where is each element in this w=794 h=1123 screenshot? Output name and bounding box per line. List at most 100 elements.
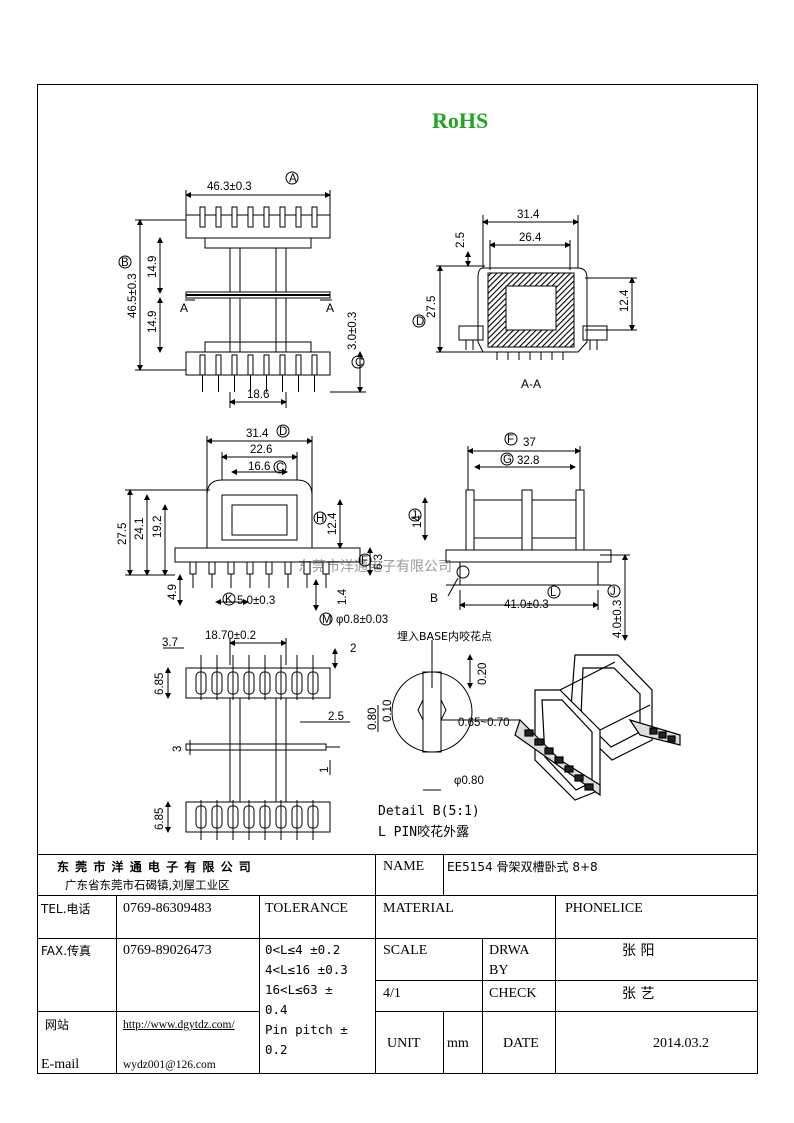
pin-top xyxy=(295,206,302,228)
date-label: DATE xyxy=(503,1036,539,1051)
front-w3-dim: 16.6 xyxy=(248,461,270,473)
section-height-dim: 27.5 xyxy=(426,296,438,318)
detail-d5: φ0.80 xyxy=(454,775,484,787)
front-h5-dim: 6.3 xyxy=(373,554,385,570)
pin-length-dim: 3.0±0.3 xyxy=(347,312,359,350)
bottom-h3-dim: 2.5 xyxy=(328,711,344,723)
tolerance-line: 16<L≤63 ± xyxy=(265,982,333,997)
front-pin xyxy=(227,561,235,575)
tag-m: M xyxy=(322,614,332,626)
pin-top xyxy=(263,206,270,228)
front-pin xyxy=(246,561,254,575)
front-base-dim: 4.9 xyxy=(167,584,179,600)
pin-bottom xyxy=(311,354,318,376)
section-view xyxy=(412,215,637,360)
scale-label: SCALE xyxy=(383,943,428,958)
section-window-dim: 12.4 xyxy=(619,289,631,312)
email-label: E-mail xyxy=(41,1057,80,1072)
front-h2-dim: 24.1 xyxy=(134,518,146,540)
front-pin xyxy=(303,561,311,575)
side-len2-dim: 32.8 xyxy=(517,455,539,467)
tag-f: F xyxy=(361,555,368,567)
tolerance-list: 0<L≤4 ±0.2 4<L≤16 ±0.3 16<L≤63 ± 0.4 Pin… xyxy=(265,940,375,1060)
check-label: CHECK xyxy=(489,986,537,1001)
tag-c2: C xyxy=(276,462,284,474)
section-inner-dim: 26.4 xyxy=(519,232,542,244)
front-width-dim: 31.4 xyxy=(246,428,269,440)
tag-l: L xyxy=(550,587,557,599)
email-value: wydz001@126.com xyxy=(123,1059,216,1071)
fax-value: 0769-89026473 xyxy=(123,943,212,958)
rohs-mark: RoHS xyxy=(432,108,489,133)
bottom-h2-dim: 2 xyxy=(350,643,356,655)
detail-b-view xyxy=(377,640,520,791)
front-w2-dim: 22.6 xyxy=(250,444,272,456)
tag-k: K xyxy=(225,594,233,606)
lower-half-dim: 14.9 xyxy=(147,311,159,333)
front-pin xyxy=(208,561,216,575)
tolerance-line: Pin pitch ± xyxy=(265,1022,348,1037)
fax-label: FAX.传真 xyxy=(41,944,92,958)
side-tail-dim: 4.0±0.3 xyxy=(612,600,624,638)
drawn-label-2: BY xyxy=(489,963,509,978)
drawn-label-1: DRWA xyxy=(489,943,530,958)
detail-caption-2: L PIN咬花外露 xyxy=(378,824,469,840)
front-pinh-dim: 1.4 xyxy=(337,588,349,605)
date-value: 2014.03.2 xyxy=(653,1036,709,1051)
detail-d4: 0.65~0.70 xyxy=(458,717,509,729)
tolerance-label: TOLERANCE xyxy=(265,901,348,916)
detail-b-marker: B xyxy=(430,591,438,605)
bottom-view xyxy=(163,638,350,840)
isometric-view xyxy=(514,654,681,801)
bottom-h6-dim: 6.85 xyxy=(154,808,166,830)
iso-pin xyxy=(584,783,594,791)
tag-d: D xyxy=(416,316,424,328)
side-len-dim: 37 xyxy=(523,437,536,449)
detail-d3: 0.10 xyxy=(382,700,394,722)
pin-bottom xyxy=(295,354,302,376)
scale-value: 4/1 xyxy=(383,986,401,1001)
front-pin xyxy=(322,561,330,575)
front-pitch-dim: 5.0±0.3 xyxy=(237,595,275,607)
front-view xyxy=(125,424,373,626)
bottom-h4-dim: 3 xyxy=(172,746,184,752)
detail-caption-1: Detail B(5:1) xyxy=(378,804,480,819)
front-pind-dim: φ0.8±0.03 xyxy=(336,614,388,626)
iso-pin xyxy=(667,735,676,743)
front-pin xyxy=(284,561,292,575)
detail-d1: 0.20 xyxy=(477,663,489,685)
unit-label: UNIT xyxy=(387,1036,421,1051)
tolerance-line: 0.4 xyxy=(265,1002,288,1017)
detail-note: 埋入BASE内咬花点 xyxy=(397,629,492,643)
tolerance-line: 4<L≤16 ±0.3 xyxy=(265,962,348,977)
tag-h: H xyxy=(316,513,324,525)
section-flange-dim: 2.5 xyxy=(455,232,467,248)
side-h-dim: 14 xyxy=(412,515,424,528)
unit-value: mm xyxy=(447,1036,469,1051)
tag-a: A xyxy=(289,173,297,185)
tag-f2: F xyxy=(507,434,514,446)
drawing-sheet xyxy=(37,84,758,1074)
tel-label: TEL.电话 xyxy=(41,902,91,916)
section-caption: A-A xyxy=(521,377,541,391)
iso-pin xyxy=(554,756,564,764)
iso-pin xyxy=(564,765,574,773)
website-link[interactable]: http://www.dgytdz.com/ xyxy=(123,1019,235,1031)
iso-pin xyxy=(534,738,544,746)
material-label: MATERIAL xyxy=(383,901,454,916)
front-pin xyxy=(189,561,197,575)
side-view xyxy=(408,432,630,641)
tag-j2: J xyxy=(610,586,616,598)
tag-c: C xyxy=(355,357,363,369)
pin-bottom xyxy=(199,354,206,376)
name-label: NAME xyxy=(383,859,425,874)
pin-bottom xyxy=(215,354,222,376)
pin-top xyxy=(231,206,238,228)
tel-value: 0769-86309483 xyxy=(123,901,212,916)
bottom-h1-dim: 6.85 xyxy=(154,673,166,695)
pin-bottom xyxy=(231,354,238,376)
section-label-left: A xyxy=(180,301,188,315)
tag-j: J xyxy=(411,510,417,522)
company-name: 东 莞 市 洋 通 电 子 有 限 公 司 xyxy=(57,860,252,874)
front-h4-dim: 12.4 xyxy=(327,512,339,535)
